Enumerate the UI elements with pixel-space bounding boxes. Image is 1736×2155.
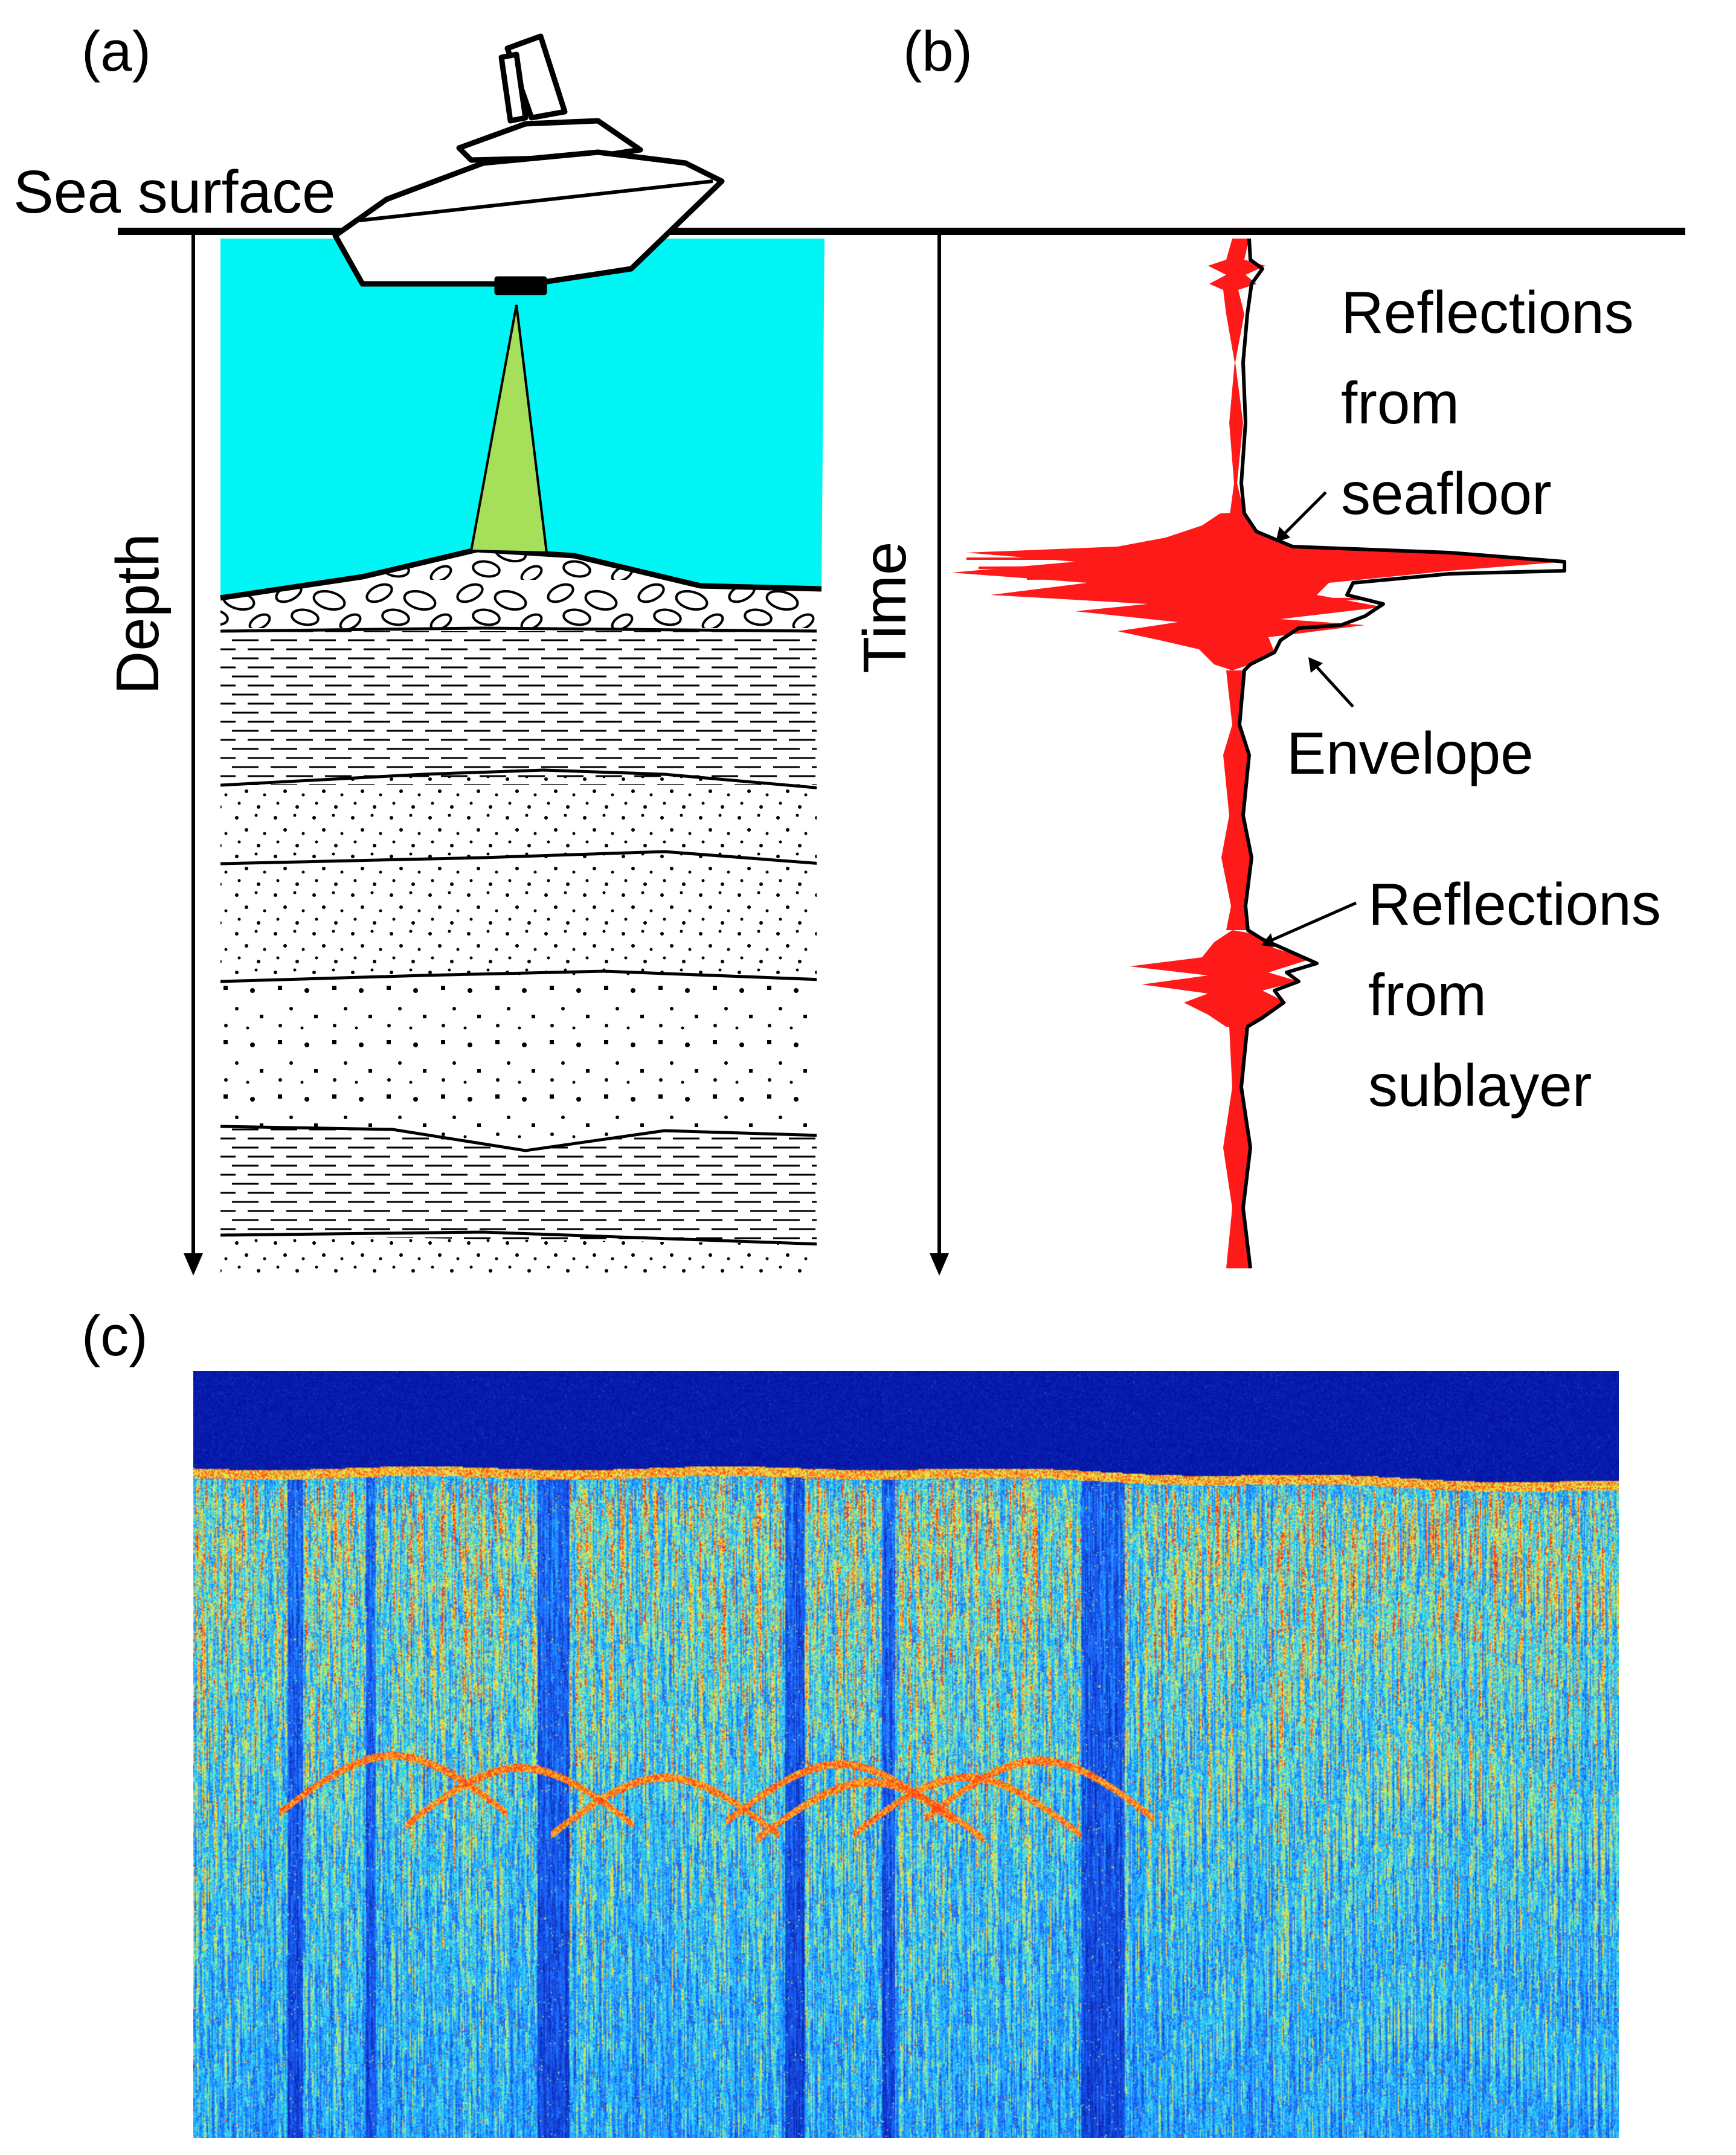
sublayer-annotation-line2: from (1368, 962, 1487, 1028)
panel-label-b: (b) (903, 19, 972, 83)
seafloor-annotation-line2: from (1341, 370, 1459, 436)
time-axis-arrow (930, 234, 949, 1276)
panel-label-a: (a) (82, 19, 151, 83)
seafloor-annotation-line3: seafloor (1341, 460, 1552, 527)
sublayer-annotation-line3: sublayer (1368, 1052, 1592, 1119)
ship-icon (332, 33, 725, 295)
seafloor-annotation-line1: Reflections (1341, 279, 1634, 345)
signal-envelope (1238, 238, 1566, 1269)
sublayer-annotation-line1: Reflections (1368, 871, 1661, 937)
sonar-beam (469, 304, 548, 554)
depth-axis-label: Depth (104, 533, 172, 695)
sonar-image (193, 1371, 1619, 2138)
annotation-arrows (1261, 491, 1357, 947)
diagram-canvas (118, 33, 1685, 1276)
sublayer-annotation: Reflections from sublayer (1368, 859, 1661, 1131)
seafloor-annotation: Reflections from seafloor (1341, 267, 1634, 539)
envelope-annotation: Envelope (1287, 720, 1534, 786)
time-axis-label: Time (851, 541, 919, 673)
sea-surface-label: Sea surface (13, 158, 336, 226)
seabed-layers (220, 550, 817, 1274)
depth-axis-arrow (184, 234, 203, 1276)
panel-label-c: (c) (82, 1304, 148, 1367)
